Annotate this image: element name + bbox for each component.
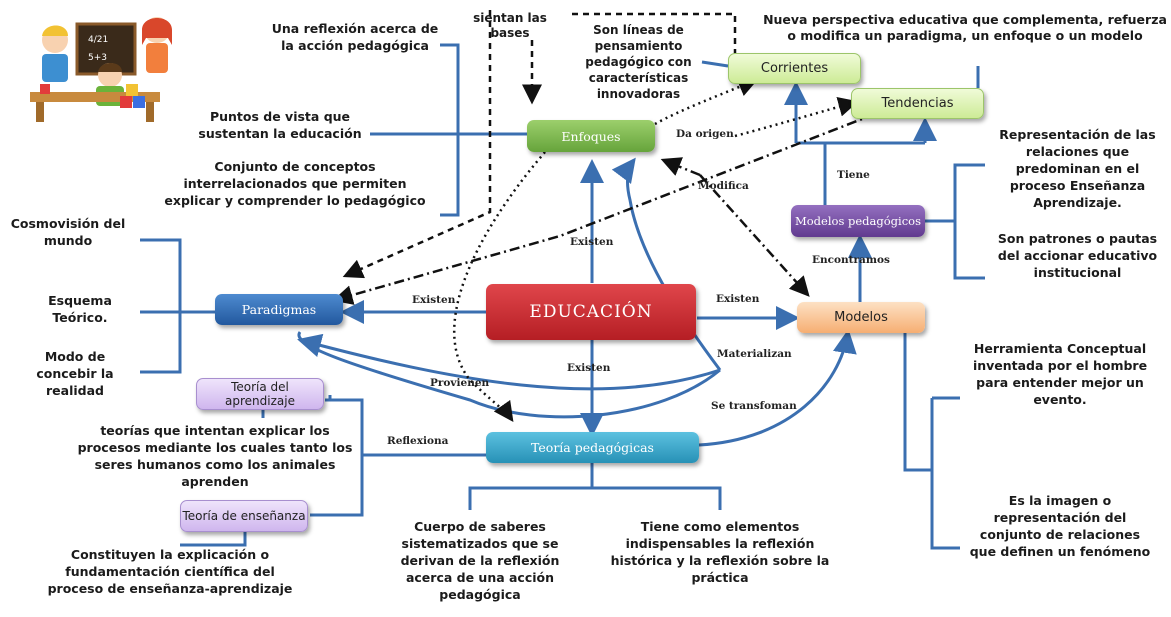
link-reflexiona: Reflexiona bbox=[387, 435, 449, 447]
note-reflexion: Una reflexión acerca de la acción pedagó… bbox=[271, 21, 439, 53]
paradigmas-label: Paradigmas bbox=[241, 302, 317, 317]
link-se-transforman: Se transfoman bbox=[711, 400, 797, 412]
note-imagen: Es la imagen o representación del conjun… bbox=[969, 493, 1151, 559]
modelos-label: Modelos bbox=[834, 310, 888, 325]
paradigmas-node[interactable]: Paradigmas bbox=[215, 294, 343, 325]
note-patrones: Son patrones o pautas del accionar educa… bbox=[997, 231, 1158, 280]
link-encontramos: Encontramos bbox=[812, 254, 890, 266]
link-modifica: Modifica bbox=[698, 180, 749, 192]
teoria-pedagogicas-node[interactable]: Teoría pedagógicas bbox=[486, 432, 699, 463]
enfoques-node[interactable]: Enfoques bbox=[527, 120, 655, 152]
corrientes-node[interactable]: Corrientes bbox=[728, 53, 861, 84]
note-modo: Modo de concebir la realidad bbox=[36, 349, 114, 398]
educacion-label: EDUCACIÓN bbox=[529, 302, 653, 322]
link-existen-top: Existen bbox=[570, 236, 614, 248]
note-esquema: Esquema Teórico. bbox=[48, 293, 112, 325]
teoria-aprendizaje-label: Teoría del aprendizaje bbox=[225, 380, 295, 408]
note-constituyen: Constituyen la explicación o fundamentac… bbox=[47, 547, 293, 596]
note-representacion: Representación de las relaciones que pre… bbox=[999, 127, 1156, 210]
note-sientan-bases: sientan las bases bbox=[473, 11, 547, 40]
svg-text:4/21: 4/21 bbox=[88, 35, 108, 45]
enfoques-label: Enfoques bbox=[561, 128, 621, 144]
svg-text:5+3: 5+3 bbox=[88, 53, 107, 63]
kids-clipart: 4/21 5+3 bbox=[30, 17, 172, 122]
note-puntos-vista: Puntos de vista que sustentan la educaci… bbox=[198, 109, 362, 141]
modelos-pedagogicos-node[interactable]: Modelos pedagógicos bbox=[791, 205, 925, 237]
teoria-ensenanza-label: Teoría de enseñanza bbox=[182, 509, 306, 523]
note-lineas: Son líneas de pensamiento pedagógico con… bbox=[585, 23, 692, 101]
link-da-origen: Da origen bbox=[676, 128, 734, 140]
tendencias-label: Tendencias bbox=[881, 96, 954, 111]
link-existen-left: Existen bbox=[412, 294, 456, 306]
link-materializan: Materializan bbox=[717, 348, 792, 360]
link-provienen: Provienen bbox=[430, 377, 490, 389]
teoria-aprendizaje-node[interactable]: Teoría del aprendizaje bbox=[196, 378, 324, 410]
note-nueva-perspectiva: Nueva perspectiva educativa que compleme… bbox=[763, 12, 1167, 43]
corrientes-label: Corrientes bbox=[760, 61, 829, 76]
teoria-pedagogicas-label: Teoría pedagógicas bbox=[531, 440, 654, 455]
teoria-ensenanza-node[interactable]: Teoría de enseñanza bbox=[180, 500, 308, 532]
link-existen-bottom: Existen bbox=[567, 362, 611, 374]
educacion-node[interactable]: EDUCACIÓN bbox=[486, 284, 696, 340]
tendencias-node[interactable]: Tendencias bbox=[851, 88, 984, 119]
link-existen-right: Existen bbox=[716, 293, 760, 305]
note-herramienta: Herramienta Conceptual inventada por el … bbox=[972, 341, 1148, 407]
note-cosmovision: Cosmovisión del mundo bbox=[10, 216, 126, 248]
note-cuerpo: Cuerpo de saberes sistematizados que se … bbox=[400, 519, 560, 602]
modelos-pedagogicos-label: Modelos pedagógicos bbox=[794, 213, 921, 228]
note-tiene-elementos: Tiene como elementos indispensables la r… bbox=[610, 519, 830, 585]
note-conjunto: Conjunto de conceptos interrelacionados … bbox=[164, 159, 426, 208]
link-tiene: Tiene bbox=[837, 169, 870, 181]
modelos-node[interactable]: Modelos bbox=[797, 302, 925, 333]
note-teorias: teorías que intentan explicar los proces… bbox=[77, 423, 353, 489]
